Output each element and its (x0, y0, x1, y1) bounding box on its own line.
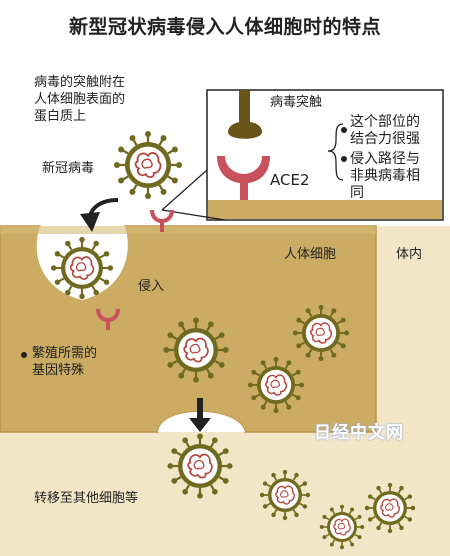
entry-line-1: 侵入路径与 (350, 151, 420, 167)
ace2-label: ACE2 (270, 171, 310, 189)
spike-desc-line-1: 病毒的突触附在 (34, 75, 126, 90)
virus-spike-label: 病毒突触 (270, 95, 323, 110)
entry-route-label: 侵入路径与 非典病毒相 同 (350, 151, 420, 202)
covid-virus-label: 新冠病毒 (42, 161, 95, 176)
spike-desc-line-3: 蛋白质上 (34, 109, 87, 124)
virus-particle-icon (112, 129, 184, 201)
spike-protein-icon (228, 90, 262, 139)
entry-line-2: 非典病毒相 (350, 168, 420, 184)
entry-line-3: 同 (350, 185, 364, 201)
ace2-receptor-icon (217, 156, 270, 200)
spike-desc-label: 病毒的突触附在 人体细胞表面的 蛋白质上 (34, 74, 125, 125)
binding-line-1: 这个部位的 (350, 114, 420, 130)
watermark-logo: 日经中文网 (314, 423, 404, 443)
human-cell-label: 人体细胞 (284, 247, 337, 262)
transfer-label: 转移至其他细胞等 (34, 491, 139, 506)
invade-label: 侵入 (138, 279, 165, 294)
down-arrow-icon (189, 398, 211, 432)
spike-desc-line-2: 人体细胞表面的 (34, 92, 126, 107)
gene-line-2: 基因特殊 (32, 363, 85, 378)
binding-line-2: 结合力很强 (350, 131, 420, 147)
ace2-pocket-icon (96, 309, 120, 330)
ace2-surface-icon (150, 210, 174, 232)
inset-membrane (208, 200, 442, 219)
binding-strong-label: 这个部位的 结合力很强 (350, 114, 420, 148)
gene-special-label: 繁殖所需的 基因特殊 (32, 345, 97, 379)
in-body-label: 体内 (396, 247, 423, 262)
diagram-title: 新型冠状病毒侵入人体细胞时的特点 (68, 16, 381, 38)
gene-line-1: 繁殖所需的 (32, 346, 98, 361)
